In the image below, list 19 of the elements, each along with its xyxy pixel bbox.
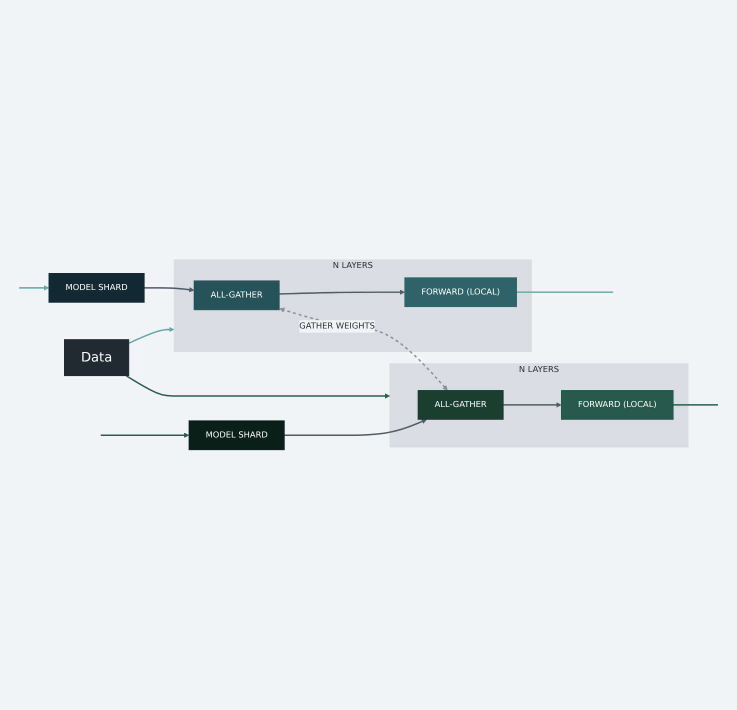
node-box: Data [64, 339, 130, 376]
arrow [279, 308, 448, 391]
node-box: MODEL SHARD [48, 273, 145, 303]
arrow [128, 327, 174, 344]
node-box: ALL-GATHER [418, 390, 504, 420]
node-box: MODEL SHARD [188, 420, 285, 450]
arrow [279, 290, 405, 295]
arrow [19, 285, 50, 291]
arrow [100, 432, 190, 438]
arrow [126, 375, 390, 399]
edge-label: GATHER WEIGHTS [299, 322, 375, 332]
node-box: ALL-GATHER [194, 280, 280, 310]
arrow [503, 402, 562, 408]
node-box: FORWARD (LOCAL) [404, 278, 517, 308]
arrow [284, 419, 427, 436]
connector [516, 292, 614, 294]
connector [673, 404, 718, 406]
arrow [144, 287, 194, 292]
node-box: FORWARD (LOCAL) [560, 390, 674, 420]
